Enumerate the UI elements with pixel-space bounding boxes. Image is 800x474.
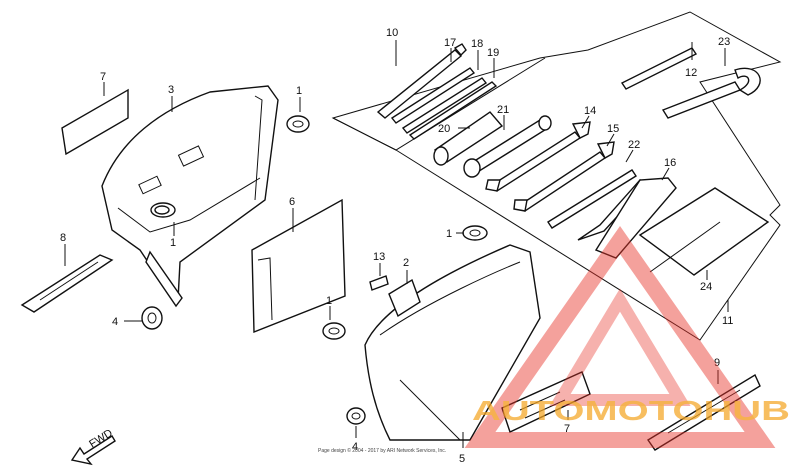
label-7b bbox=[501, 371, 591, 433]
copyright-text: Page design © 2004 - 2017 by ARI Network… bbox=[318, 447, 446, 454]
callout-21: 21 bbox=[497, 104, 509, 116]
callout-10: 10 bbox=[386, 27, 398, 39]
side-cover-right-3 bbox=[101, 85, 279, 308]
callout-17: 17 bbox=[444, 37, 456, 49]
callout-4b: 4 bbox=[352, 441, 358, 453]
emblem-8 bbox=[20, 254, 114, 313]
label-7a bbox=[61, 88, 129, 156]
callout-12: 12 bbox=[685, 67, 697, 79]
screwdriver-tip-18 bbox=[401, 77, 488, 134]
grommet-1c bbox=[322, 322, 346, 340]
callout-5: 5 bbox=[459, 453, 465, 465]
callout-9: 9 bbox=[714, 357, 720, 369]
callout-1b: 1 bbox=[446, 228, 452, 240]
automotohub-watermark: AUTOMOTOHUB bbox=[464, 226, 790, 448]
collar-13 bbox=[369, 275, 389, 291]
screwdriver-tip-19 bbox=[408, 81, 498, 140]
callout-14: 14 bbox=[584, 105, 596, 117]
callout-15: 15 bbox=[607, 123, 619, 135]
damper-4a bbox=[141, 306, 163, 330]
grommet-1a bbox=[286, 115, 310, 133]
open-wrench-15 bbox=[513, 141, 615, 212]
callout-1a: 1 bbox=[296, 85, 302, 97]
open-wrench-14 bbox=[485, 121, 591, 192]
leader-lines bbox=[64, 40, 729, 448]
screwdriver-handle-10 bbox=[376, 43, 467, 119]
callout-1c: 1 bbox=[326, 295, 332, 307]
callouts: 7 3 1 1 8 4 6 13 2 1 1 4 5 7 9 10 17 18 … bbox=[60, 27, 733, 465]
fwd-arrow: FWD bbox=[70, 427, 116, 466]
tool-bag-16 bbox=[594, 177, 677, 259]
callout-4a: 4 bbox=[112, 316, 118, 328]
callout-11: 11 bbox=[722, 315, 733, 327]
grommet-1d bbox=[154, 205, 170, 215]
callout-24: 24 bbox=[700, 281, 712, 293]
manual-24 bbox=[638, 187, 770, 276]
callout-19: 19 bbox=[487, 47, 499, 59]
handle-12 bbox=[620, 47, 698, 90]
callout-7a: 7 bbox=[100, 71, 106, 83]
callout-1d: 1 bbox=[170, 237, 176, 249]
callout-6: 6 bbox=[289, 196, 295, 208]
grommet-1b bbox=[462, 225, 488, 241]
callout-23: 23 bbox=[718, 36, 730, 48]
screwdriver-tip-17 bbox=[390, 67, 476, 124]
box-wrench-21 bbox=[463, 115, 552, 178]
pin-spanner-23 bbox=[661, 67, 761, 119]
battery-cover-2 bbox=[388, 278, 421, 318]
callout-20: 20 bbox=[438, 123, 450, 135]
sheet-6 bbox=[251, 198, 346, 334]
callout-22: 22 bbox=[628, 139, 640, 151]
side-cover-left-5 bbox=[364, 244, 541, 441]
callout-18: 18 bbox=[471, 38, 483, 50]
emblem-9 bbox=[646, 373, 761, 451]
callout-7b: 7 bbox=[564, 423, 570, 435]
callout-3: 3 bbox=[168, 84, 174, 96]
callout-16: 16 bbox=[664, 157, 676, 169]
callout-13: 13 bbox=[373, 251, 385, 263]
callout-2: 2 bbox=[403, 257, 409, 269]
callout-8: 8 bbox=[60, 232, 66, 244]
spark-plug-wrench-20 bbox=[433, 111, 504, 166]
damper-4b bbox=[346, 407, 366, 425]
watermark-text: AUTOMOTOHUB bbox=[472, 395, 790, 426]
tool-kit-outline bbox=[331, 11, 782, 341]
watermark-triangle-icon bbox=[464, 226, 776, 448]
